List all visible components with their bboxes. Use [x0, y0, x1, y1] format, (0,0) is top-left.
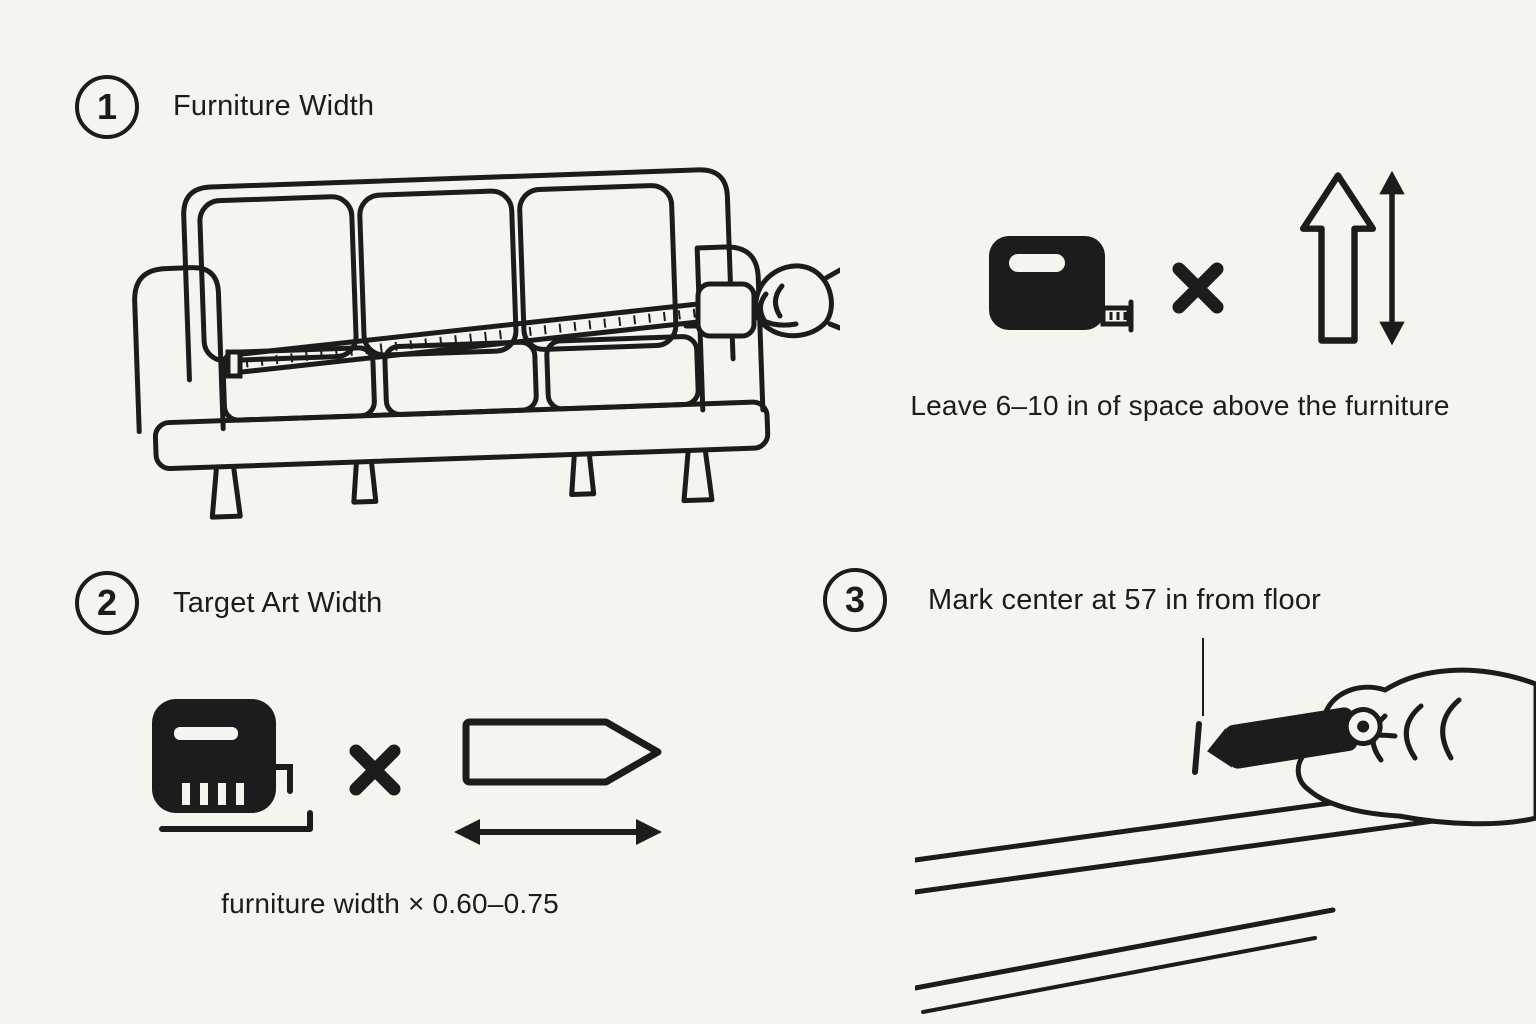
- measuring-tape: [225, 301, 701, 379]
- center-mark: [1192, 721, 1202, 775]
- step2-number: 2: [96, 582, 118, 623]
- step3-title: Mark center at 57 in from floor: [928, 584, 1322, 616]
- step2-title: Target Art Width: [173, 587, 383, 619]
- art-width-tag-icon: [462, 718, 662, 786]
- height-note: Leave 6–10 in of space above the furnitu…: [910, 390, 1450, 421]
- sofa-measure-illustration: [132, 167, 840, 520]
- tape-measure-icon: [152, 699, 313, 832]
- step1-number: 1: [96, 86, 118, 127]
- multiply-icon: [349, 744, 401, 796]
- step3-badge: 3: [823, 568, 887, 632]
- step3-number: 3: [844, 579, 866, 620]
- hand-marker-illustration: [915, 638, 1536, 1014]
- step2-badge: 2: [75, 571, 139, 635]
- multiply-icon: [1172, 262, 1224, 314]
- marker-pen: [1207, 707, 1383, 769]
- double-arrow-horizontal-icon: [454, 819, 662, 845]
- hand-holding-tape: [683, 263, 840, 339]
- tape-measure-icon: [989, 236, 1134, 333]
- double-arrow-vertical-icon: [1379, 170, 1405, 346]
- step1-badge: 1: [75, 75, 139, 139]
- step1-title: Furniture Width: [173, 90, 375, 122]
- arrow-up-icon: [1299, 172, 1377, 344]
- art-width-formula: furniture width × 0.60–0.75: [221, 888, 559, 919]
